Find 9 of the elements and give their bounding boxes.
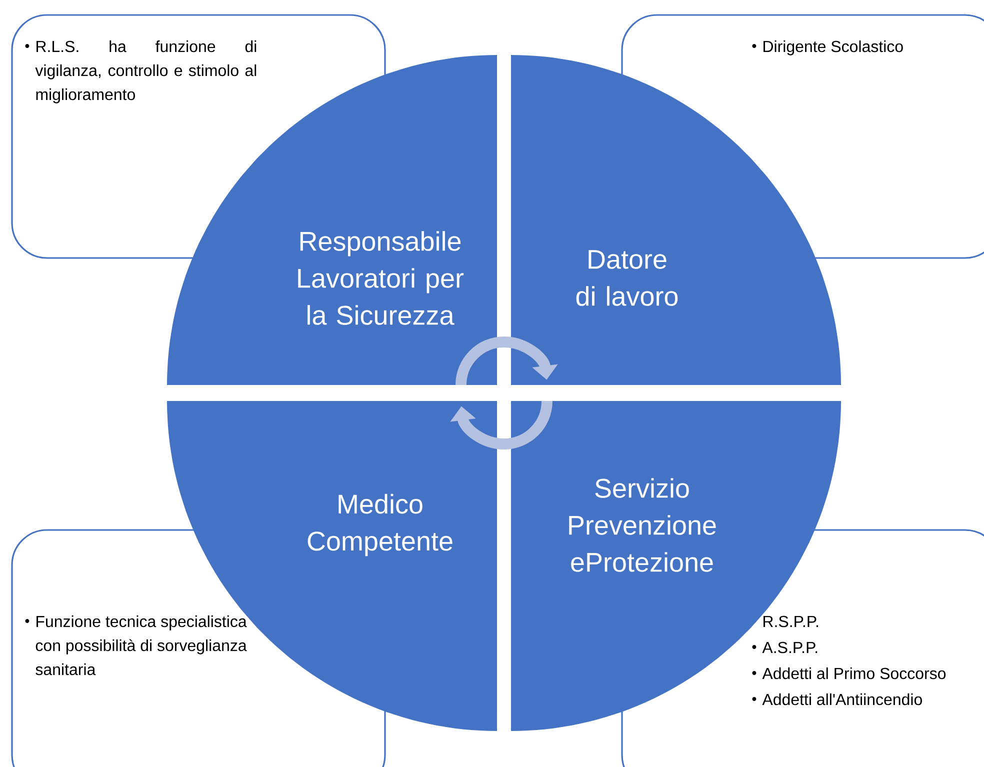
quadrant-title: Servizio Prevenzione eProtezione — [569, 478, 716, 572]
quadrant-title: Responsabile Lavoratori per la Sicurezza — [298, 231, 464, 325]
bullet-list: Funzione tecnica specialistica con possibilità di sorveglianza sanitaria — [25, 615, 247, 676]
bullet-list: Dirigente Scolastico — [752, 40, 903, 56]
quadrant-title: Datore di lavoro — [576, 250, 678, 306]
quadrant-title: Medico Competente — [308, 494, 452, 556]
quadrant-shape — [167, 55, 497, 385]
bullet-list: R.L.S. ha funzione di vigilanza, controllo e stimolo al miglioramento — [25, 40, 256, 104]
quadrant-shape — [511, 55, 841, 385]
